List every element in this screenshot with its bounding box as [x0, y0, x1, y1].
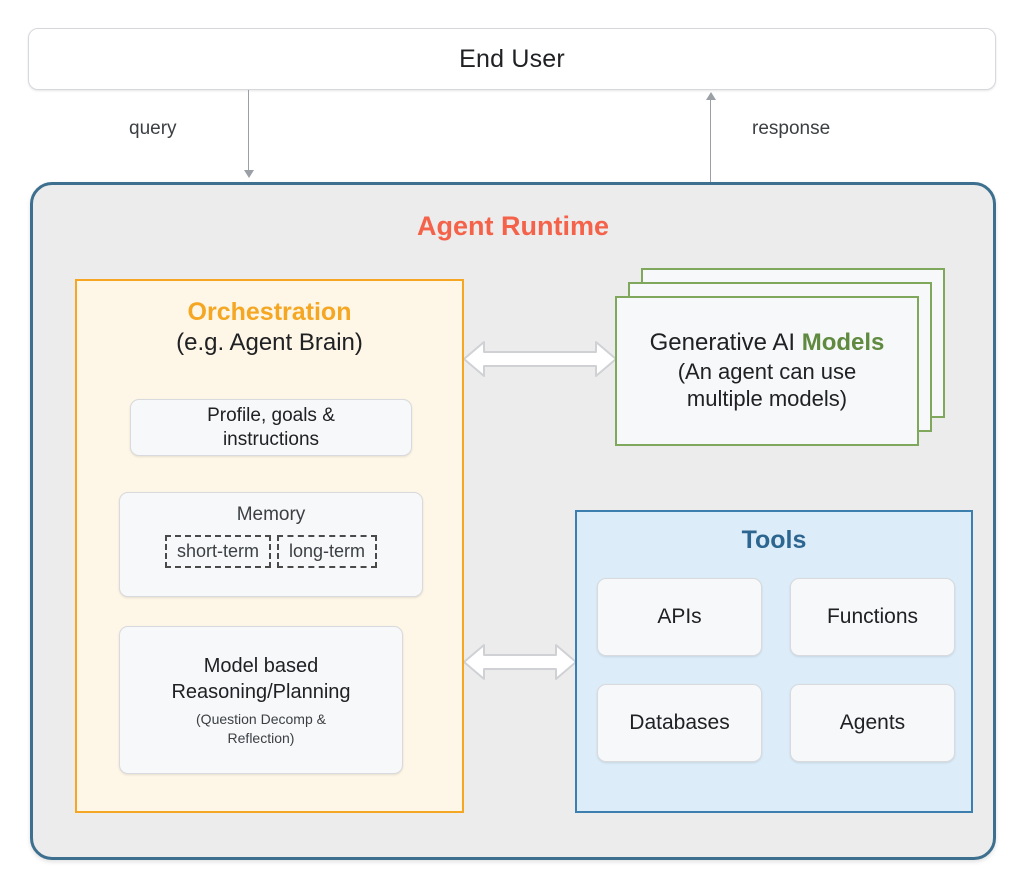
reasoning-card-sub2: Reflection) [227, 729, 295, 746]
tool-card-agents[interactable]: Agents [790, 684, 955, 762]
end-user-label: End User [459, 44, 565, 73]
tool-card-label: Databases [629, 711, 730, 734]
models-title-plain: Generative AI [649, 329, 802, 357]
tool-card-label: Functions [826, 605, 919, 628]
profile-goals-instructions-card[interactable]: Profile, goals & instructions [130, 399, 412, 456]
models-stack-layer-front[interactable]: Generative AI Models (An agent can use m… [615, 296, 919, 446]
reasoning-card-line1: Model based [203, 654, 319, 677]
generative-ai-models-stack: Generative AI Models (An agent can use m… [615, 268, 945, 452]
models-title: Generative AI Models [650, 329, 885, 357]
tool-card-databases[interactable]: Databases [597, 684, 762, 762]
tool-card-apis[interactable]: APIs [597, 578, 762, 656]
tool-card-functions[interactable]: Functions [790, 578, 955, 656]
memory-chip-row: short-term long-term [164, 535, 378, 568]
profile-card-line1: Profile, goals & [207, 404, 335, 426]
models-subtitle-line2: multiple models) [686, 386, 848, 411]
orchestration-models-double-arrow-icon [463, 338, 617, 385]
query-label: query [129, 118, 177, 139]
orchestration-subtitle: (e.g. Agent Brain) [176, 329, 363, 356]
response-connector-line [710, 98, 711, 182]
tools-grid: APIs Functions Databases Agents [597, 578, 955, 762]
orchestration-tools-double-arrow-icon [463, 641, 577, 688]
reasoning-card-line2: Reasoning/Planning [171, 680, 351, 703]
models-subtitle-line1: (An agent can use [677, 359, 857, 385]
query-arrowhead-icon [244, 170, 254, 178]
orchestration-panel: Orchestration (e.g. Agent Brain) Profile… [75, 279, 464, 813]
query-connector-line [248, 90, 249, 172]
model-based-reasoning-card[interactable]: Model based Reasoning/Planning (Question… [119, 626, 403, 774]
tools-title: Tools [741, 526, 807, 554]
memory-chip-short-term[interactable]: short-term [164, 535, 271, 568]
tools-panel: Tools APIs Functions Databases Agents [575, 510, 973, 813]
agent-runtime-container: Agent Runtime Orchestration (e.g. Agent … [30, 182, 996, 860]
memory-card[interactable]: Memory short-term long-term [119, 492, 423, 597]
response-arrowhead-icon [706, 92, 716, 100]
tool-card-label: Agents [839, 711, 906, 734]
tool-card-label: APIs [657, 605, 702, 628]
agent-runtime-title: Agent Runtime [417, 211, 609, 241]
memory-card-title: Memory [236, 504, 306, 525]
memory-chip-long-term[interactable]: long-term [276, 535, 378, 568]
reasoning-card-sub1: (Question Decomp & [196, 710, 326, 727]
response-label: response [752, 118, 831, 139]
profile-card-line2: instructions [222, 428, 320, 450]
models-title-highlight: Models [801, 329, 885, 357]
end-user-box: End User [28, 28, 996, 90]
orchestration-title: Orchestration [187, 298, 352, 326]
